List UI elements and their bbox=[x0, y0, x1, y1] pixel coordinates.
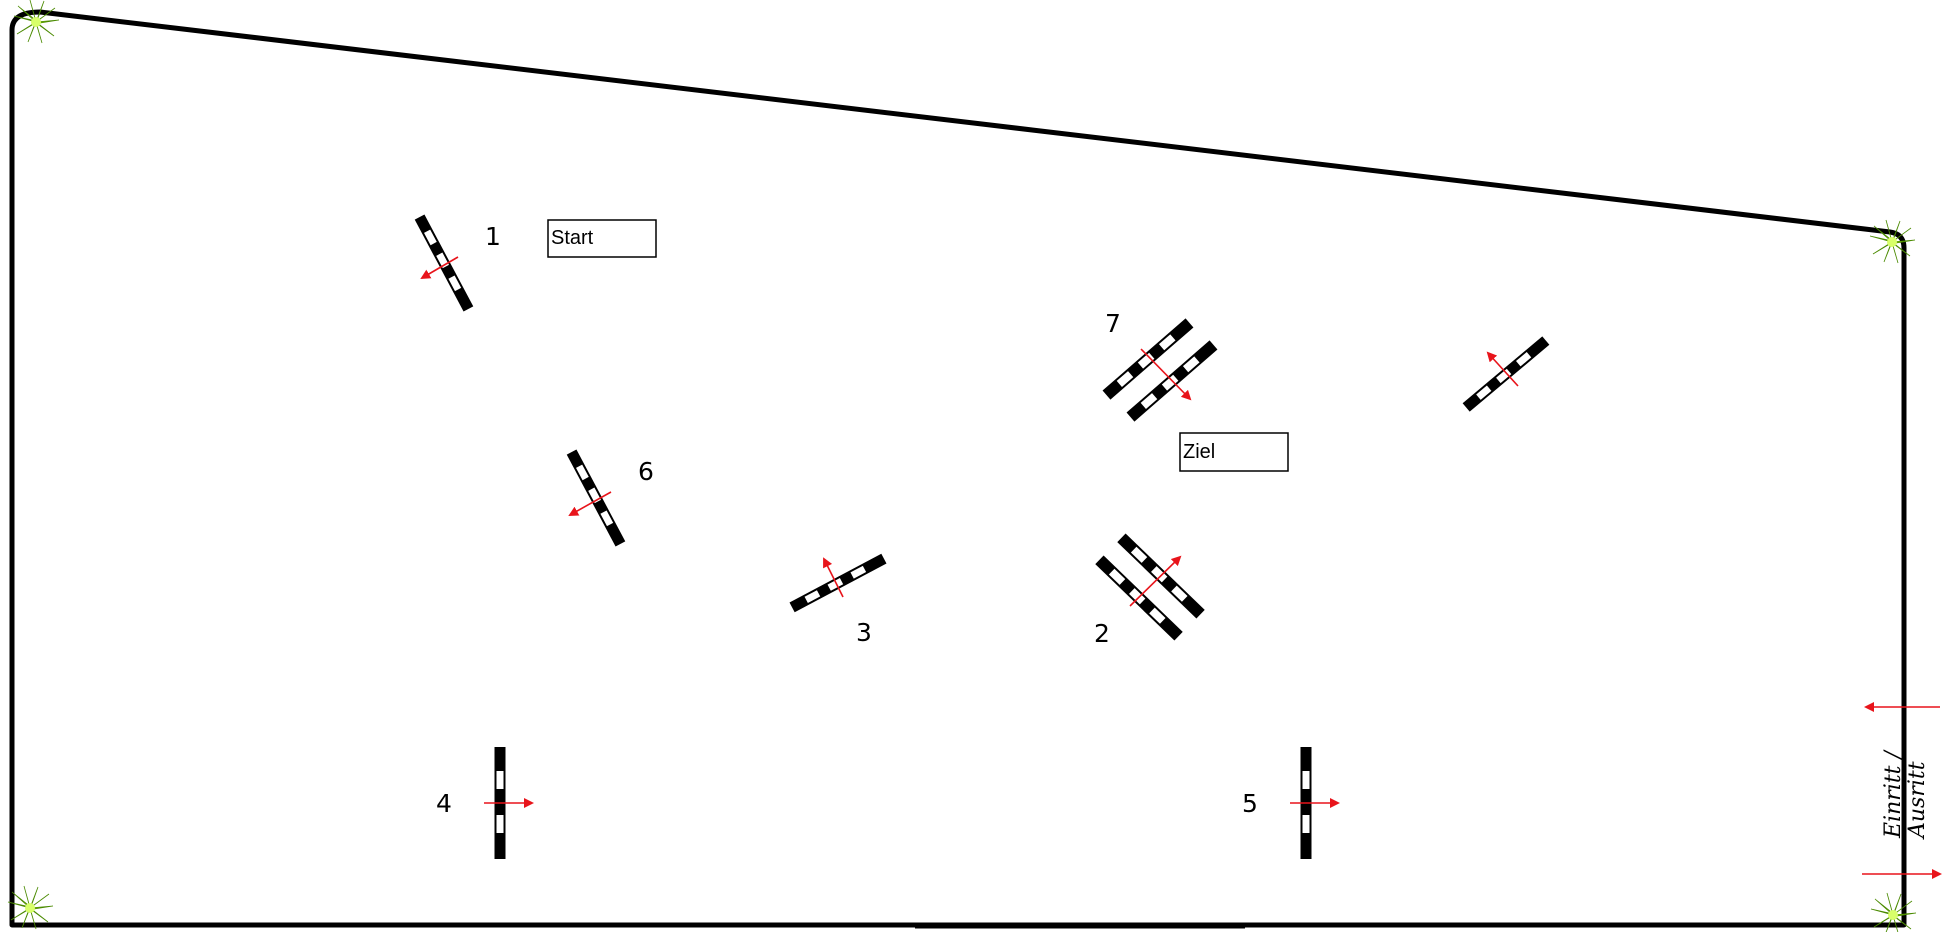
obstacle-number-2: 2 bbox=[1094, 619, 1110, 648]
jump-pole-icon bbox=[789, 553, 887, 613]
obstacle-number-1: 1 bbox=[485, 222, 501, 251]
plant-icon bbox=[13, 0, 60, 44]
direction-arrow-icon bbox=[420, 256, 459, 280]
direction-arrow-icon bbox=[1486, 351, 1519, 387]
direction-arrow-icon bbox=[568, 491, 612, 516]
direction-arrow-icon bbox=[1140, 348, 1192, 401]
arena-boundary bbox=[9, 9, 1907, 928]
direction-arrow-icon bbox=[823, 557, 844, 598]
obstacle-6[interactable] bbox=[566, 449, 626, 547]
direction-arrow-icon bbox=[1129, 555, 1182, 607]
jump-pole-icon bbox=[414, 214, 474, 312]
obstacle-1[interactable] bbox=[414, 214, 474, 312]
obstacle-3[interactable] bbox=[789, 553, 887, 613]
obstacle-number-3: 3 bbox=[856, 618, 872, 647]
finish-box bbox=[1179, 432, 1289, 472]
jump-pole-icon bbox=[566, 449, 626, 547]
start-label: Start bbox=[551, 227, 594, 249]
obstacle-number-7: 7 bbox=[1105, 309, 1121, 338]
obstacle-unnumbered[interactable] bbox=[1462, 336, 1550, 412]
obstacle-number-5: 5 bbox=[1242, 789, 1258, 818]
start-box bbox=[547, 219, 657, 258]
plant-icon bbox=[1869, 219, 1916, 264]
gate-label-line1: Einritt / bbox=[1881, 749, 1906, 839]
finish-label: Ziel bbox=[1183, 441, 1215, 463]
gate-label: Einritt / Ausritt bbox=[1881, 749, 1930, 840]
obstacle-5[interactable] bbox=[1290, 747, 1340, 859]
jump-pole-icon bbox=[1462, 336, 1550, 412]
obstacle-number-6: 6 bbox=[638, 457, 654, 486]
gate-label-line2: Ausritt bbox=[1905, 761, 1930, 840]
obstacle-2[interactable] bbox=[1095, 533, 1205, 641]
obstacle-7[interactable] bbox=[1102, 318, 1218, 422]
obstacle-number-4: 4 bbox=[436, 789, 452, 818]
obstacle-4[interactable] bbox=[484, 747, 534, 859]
